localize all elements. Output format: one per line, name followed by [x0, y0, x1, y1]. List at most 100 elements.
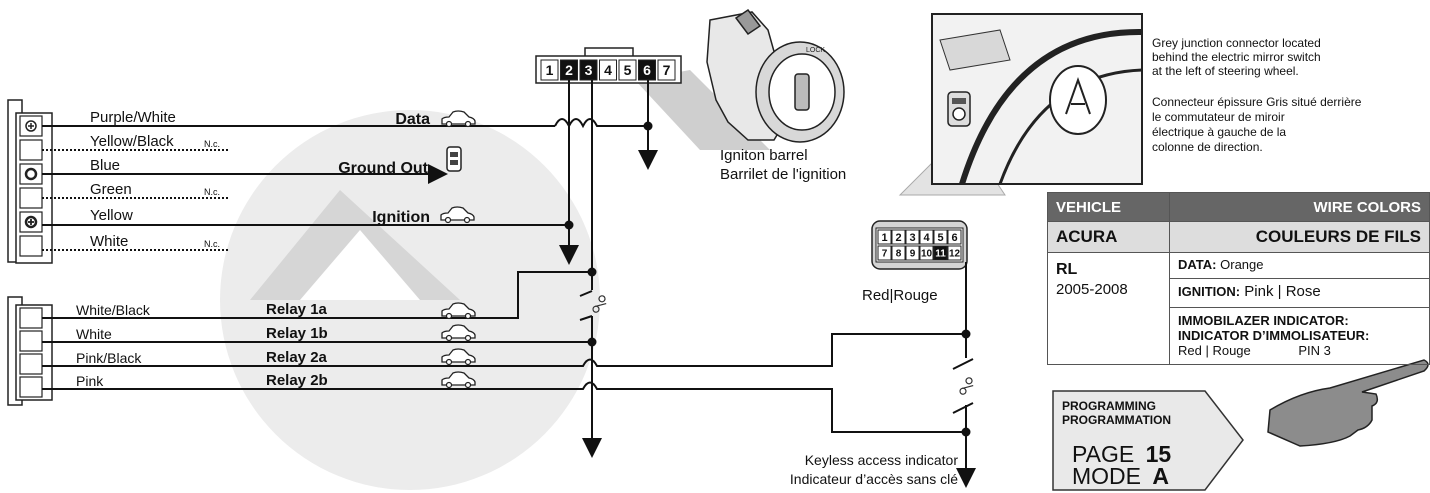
- ignition-value: Pink | Rose: [1244, 283, 1321, 300]
- mirror-note-fr: Connecteur épissure Gris situé derrière …: [1152, 95, 1428, 155]
- ignition-pin-4: 4: [599, 59, 617, 81]
- data-color-cell: DATA: Orange: [1169, 252, 1430, 279]
- relay-wire-label-1: White/Black: [76, 302, 151, 318]
- ground-out-label: Ground Out: [338, 160, 428, 177]
- immo-value-row: Red | Rouge PIN 3: [1178, 343, 1421, 358]
- svg-text:5: 5: [937, 232, 943, 244]
- junction-connector-label: Red|Rouge: [862, 287, 938, 304]
- model-name: RL: [1056, 261, 1078, 278]
- svg-text:4: 4: [923, 232, 930, 244]
- keyless-caption-fr: Indicateur d’accès sans clé: [790, 471, 958, 487]
- junction-pin-12: 12: [947, 245, 962, 261]
- relay-1a-label: Relay 1a: [266, 301, 328, 318]
- nc-labels: N.c. N.c. N.c.: [204, 139, 220, 249]
- svg-text:7: 7: [882, 249, 888, 260]
- svg-text:8: 8: [896, 249, 902, 260]
- immo-line-2: INDICATOR D’IMMOLISATEUR:: [1178, 328, 1370, 343]
- mirror-note-en: Grey junction connector located behind t…: [1152, 36, 1422, 78]
- main-connector: [7, 99, 53, 264]
- mirror-note-en-3: at the left of steering wheel.: [1152, 64, 1299, 78]
- pointing-hand-icon: [1267, 359, 1429, 447]
- wire-label-6: White: [90, 233, 128, 250]
- wire-label-3: Blue: [90, 157, 120, 174]
- mode-word: MODE: [1072, 463, 1141, 489]
- svg-text:11: 11: [935, 249, 946, 260]
- data-value: Orange: [1220, 257, 1264, 272]
- relay-wire-labels: White/Black White Pink/Black Pink: [76, 302, 151, 389]
- wire-label-1: Purple/White: [90, 109, 176, 126]
- vehicle-table: VEHICLE WIRE COLORS ACURA COULEURS DE FI…: [1047, 192, 1430, 365]
- junction-pin-2: 2: [891, 229, 906, 245]
- svg-text:2: 2: [565, 62, 573, 78]
- wire-label-4: Green: [90, 181, 132, 198]
- svg-text:6: 6: [951, 232, 957, 244]
- relay-wire-label-2: White: [76, 326, 112, 342]
- ignition-pin-7: 7: [657, 59, 676, 81]
- junction-dots: [961, 329, 971, 437]
- mode-value: A: [1152, 463, 1169, 489]
- immo-pin: PIN 3: [1298, 343, 1331, 358]
- mirror-note-fr-2: le commutateur de miroir: [1152, 110, 1285, 124]
- junction-pin-4: 4: [919, 229, 934, 245]
- junction-pin-11: 11: [933, 245, 948, 261]
- junction-pin-6: 6: [947, 229, 962, 245]
- page-word: PAGE: [1072, 441, 1134, 467]
- immo-value: Red | Rouge: [1178, 343, 1251, 358]
- function-labels: Data Ground Out Ignition: [338, 111, 430, 226]
- relay-connector: [7, 296, 53, 406]
- col-vehicle: VEHICLE: [1047, 192, 1170, 222]
- svg-text:3: 3: [585, 62, 593, 78]
- svg-text:6: 6: [643, 62, 651, 78]
- brand-cell: ACURA: [1047, 221, 1170, 253]
- ignition-pin-1: 1: [540, 59, 559, 81]
- keyless-caption: Keyless access indicator Indicateur d’ac…: [790, 452, 958, 487]
- barrel-caption-en: Igniton barrel: [720, 147, 808, 164]
- immobilizer-cell: IMMOBILAZER INDICATOR: INDICATOR D’IMMOL…: [1169, 307, 1430, 365]
- relay-wire-label-4: Pink: [76, 373, 104, 389]
- svg-text:4: 4: [604, 62, 612, 78]
- svg-text:12: 12: [949, 249, 961, 260]
- programming-box: PROGRAMMING PROGRAMMATION PAGE 15 MODE A: [1052, 390, 1244, 491]
- junction-pin-10: 10: [919, 245, 934, 261]
- barrel-caption: Igniton barrel Barrilet de l'ignition: [720, 147, 846, 183]
- svg-text:7: 7: [663, 62, 671, 78]
- ignition-function-label: Ignition: [372, 209, 430, 226]
- relay-2b-label: Relay 2b: [266, 372, 328, 389]
- page-number: PAGE 15: [1072, 441, 1171, 467]
- relay-1b-label: Relay 1b: [266, 325, 328, 342]
- cut-icon-2: [959, 377, 974, 395]
- mirror-note-fr-3: électrique à gauche de la: [1152, 125, 1287, 139]
- relay-2a-label: Relay 2a: [266, 349, 328, 366]
- mode-letter: MODE A: [1072, 463, 1169, 489]
- junction-pin-9: 9: [905, 245, 920, 261]
- nc-label-3: N.c.: [204, 239, 220, 249]
- junction-wires: [952, 262, 976, 488]
- model-cell: RL 2005-2008: [1047, 252, 1170, 365]
- ignition-pin-2: 2: [560, 59, 578, 81]
- svg-text:2: 2: [895, 232, 901, 244]
- data-function-label: Data: [395, 111, 430, 128]
- mirror-note-fr-4: colonne de direction.: [1152, 140, 1263, 154]
- model-years: 2005-2008: [1056, 281, 1128, 298]
- connector-wire-labels: Purple/White Yellow/Black Blue Green Yel…: [90, 109, 176, 250]
- junction-pin-8: 8: [891, 245, 906, 261]
- junction-pin-5: 5: [933, 229, 948, 245]
- ignition-pin-3: 3: [579, 59, 598, 81]
- ignition-color-cell: IGNITION: Pink | Rose: [1169, 278, 1430, 308]
- nc-label-1: N.c.: [204, 139, 220, 149]
- relay-labels: Relay 1a Relay 1b Relay 2a Relay 2b: [266, 301, 328, 389]
- svg-text:3: 3: [909, 232, 915, 244]
- svg-text:LOCK: LOCK: [806, 47, 825, 54]
- page-value: 15: [1146, 441, 1172, 467]
- col-wire-colors: WIRE COLORS: [1169, 192, 1430, 222]
- cut-icon-1: [592, 295, 607, 313]
- ignition-junction-dots: [564, 121, 653, 347]
- junction-pin-7: 7: [877, 245, 892, 261]
- svg-text:1: 1: [546, 62, 554, 78]
- main-wires: [42, 118, 648, 251]
- svg-text:5: 5: [624, 62, 632, 78]
- data-key: DATA:: [1178, 257, 1217, 272]
- junction-pin-1: 1: [877, 229, 892, 245]
- svg-text:10: 10: [921, 249, 933, 260]
